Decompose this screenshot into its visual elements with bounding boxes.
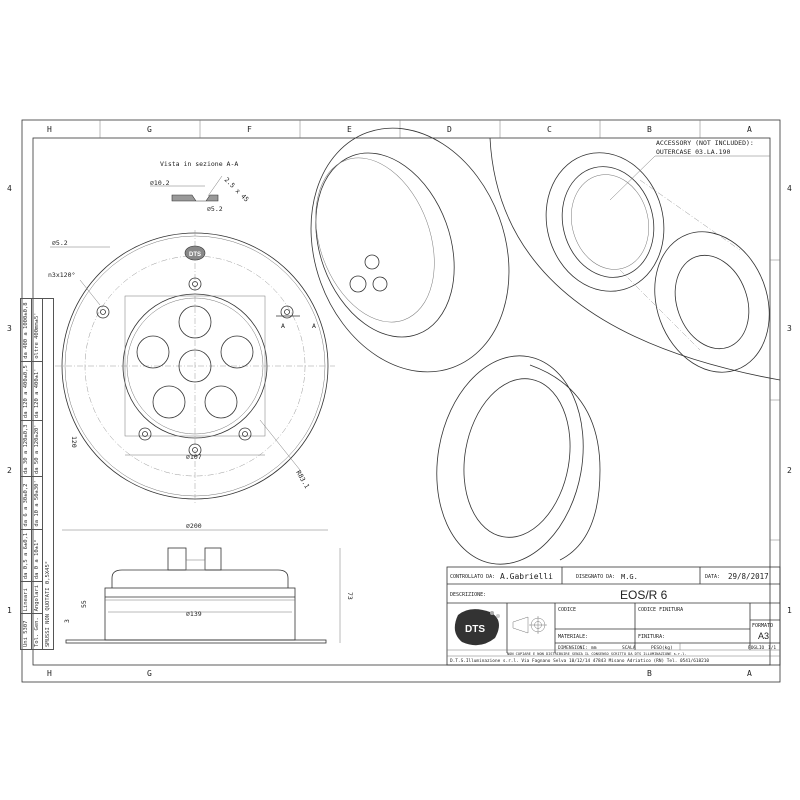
col-label: F [247, 125, 252, 134]
perspective-view-product [310, 127, 510, 373]
section-view-a-a: Vista in sezione A-A ⌀10.2 2.5 x 45 ⌀5.2 [150, 160, 250, 213]
copyright-note: NON COPIARE E NON DISTRIBUIRE SENZA IL C… [507, 652, 687, 656]
dim-radius: R83.1 [294, 469, 311, 490]
dim-square: 120 [70, 436, 78, 448]
row-label: 4 [7, 184, 12, 193]
table-cell: Uni 5307 [20, 613, 32, 650]
dts-logo-text: DTS [189, 252, 201, 258]
foglio-label: FOGLIO [748, 645, 765, 651]
scala-label: SCALA [622, 645, 636, 651]
row-label: 2 [787, 466, 792, 475]
table-cell: da 6 a 30±0,2 [20, 476, 32, 530]
side-view: ⌀139 55 3 73 [63, 547, 354, 644]
finitura-label: FINITURA: [638, 634, 665, 640]
col-label: B [647, 669, 652, 678]
dim-chamfer: 2.5 x 45 [223, 176, 251, 204]
section-mark-left: A [281, 322, 285, 330]
front-view: DTS ⌀5.2 n3x120° A A ⌀107 120 R83.1 ⌀200 [48, 230, 335, 531]
col-label: A [747, 669, 752, 678]
col-label: C [547, 125, 552, 134]
table-cell: Tol. Gen. [31, 613, 43, 650]
table-cell: da 0 a 10±1° [31, 529, 43, 582]
accessory-note-line1: ACCESSORY (NOT INCLUDED): [656, 139, 754, 147]
date-label: DATA: [705, 574, 720, 580]
outer-frame [21, 119, 781, 683]
dim-hole: ⌀5.2 [52, 239, 68, 247]
foglio-value: 1/1 [768, 645, 776, 651]
section-title: Vista in sezione A-A [160, 160, 238, 168]
dim-outer: ⌀200 [186, 522, 202, 530]
row-labels: 4 4 3 3 2 2 1 1 [7, 184, 792, 615]
dim-body: ⌀139 [186, 610, 202, 618]
company-address: D.T.S.Illuminazione s.r.l. Via Fagnano S… [450, 658, 709, 664]
controllato-label: CONTROLLATO DA: [450, 574, 495, 580]
table-cell: da 30 a 120±0,3 [20, 420, 32, 477]
col-label: G [147, 669, 152, 678]
dim-counterbore: ⌀10.2 [150, 179, 170, 187]
table-cell: da 50 a 120±20' [31, 420, 43, 477]
row-label: 2 [7, 466, 12, 475]
date-value: 29/8/2017 [728, 572, 769, 581]
dts-logo [454, 609, 499, 646]
col-label: D [447, 125, 452, 134]
row-label: 1 [7, 606, 12, 615]
grid-ticks [99, 120, 780, 541]
dim-inner: ⌀107 [186, 453, 202, 461]
col-label: H [47, 669, 52, 678]
table-cell: da 120 a 400±0,5 [20, 361, 32, 421]
product-name: EOS/R 6 [620, 588, 668, 602]
disegnato-value: M.G. [621, 573, 638, 581]
table-cell: oltre 400mm±5' [31, 298, 43, 362]
perspective-view-outercase: ACCESSORY (NOT INCLUDED): OUTERCASE 03.L… [489, 137, 781, 381]
projection-symbol-icon [512, 616, 547, 634]
dim-plate: 3 [63, 619, 71, 623]
row-label: 3 [787, 324, 792, 333]
dim-total: 73 [346, 592, 354, 600]
dim-height: 55 [80, 600, 88, 608]
dim-hole: ⌀5.2 [207, 205, 223, 213]
table-cell: da 10 a 50±30' [31, 476, 43, 530]
col-label: G [147, 125, 152, 134]
table-cell: da 120 a 400±1' [31, 361, 43, 421]
column-labels-bottom: H G B A [47, 669, 752, 678]
table-cell: da 0,5 a 6±0,1 [20, 529, 32, 582]
dts-logo-text: DTS [465, 624, 485, 635]
descrizione-label: DESCRIZIONE: [450, 592, 486, 598]
column-labels-top: H G F E D C B A [47, 125, 752, 134]
table-cell: da 400 a 1000±0,8 [20, 298, 32, 362]
col-label: H [47, 125, 52, 134]
table-cell: Angolari [31, 581, 43, 614]
codice-label: CODICE [558, 607, 576, 613]
inner-frame [32, 137, 771, 666]
table-cell: Lineari [20, 581, 32, 614]
dimensioni-value: mm [591, 646, 597, 651]
disegnato-label: DISEGNATO DA: [576, 574, 615, 580]
dts-logo [184, 245, 206, 261]
accessory-note-line2: OUTERCASE 03.LA.190 [656, 148, 730, 156]
controllato-value: A.Gabrielli [500, 572, 553, 581]
title-block: CONTROLLATO DA: A.Gabrielli DISEGNATO DA… [446, 566, 781, 666]
peso-label: PESO(kg) [651, 645, 673, 651]
dimensioni-label: DIMENSIONI: [558, 645, 588, 651]
col-label: B [647, 125, 652, 134]
codice-finitura-label: CODICE FINITURA [638, 607, 683, 613]
row-label: 3 [7, 324, 12, 333]
row-label: 1 [787, 606, 792, 615]
format-value: A3 [758, 631, 769, 641]
col-label: A [747, 125, 752, 134]
perspective-view-flange [436, 355, 601, 565]
table-row: SMUSSI NON QUOTATI 0,5X45° [42, 298, 54, 650]
formato-label: FORMATO [752, 623, 773, 629]
section-mark-right: A [312, 322, 316, 330]
tolerance-note: SMUSSI NON QUOTATI 0,5X45° [42, 298, 54, 650]
materiale-label: MATERIALE: [558, 634, 588, 640]
dim-pattern: n3x120° [48, 271, 75, 279]
row-label: 4 [787, 184, 792, 193]
col-label: E [347, 125, 352, 134]
